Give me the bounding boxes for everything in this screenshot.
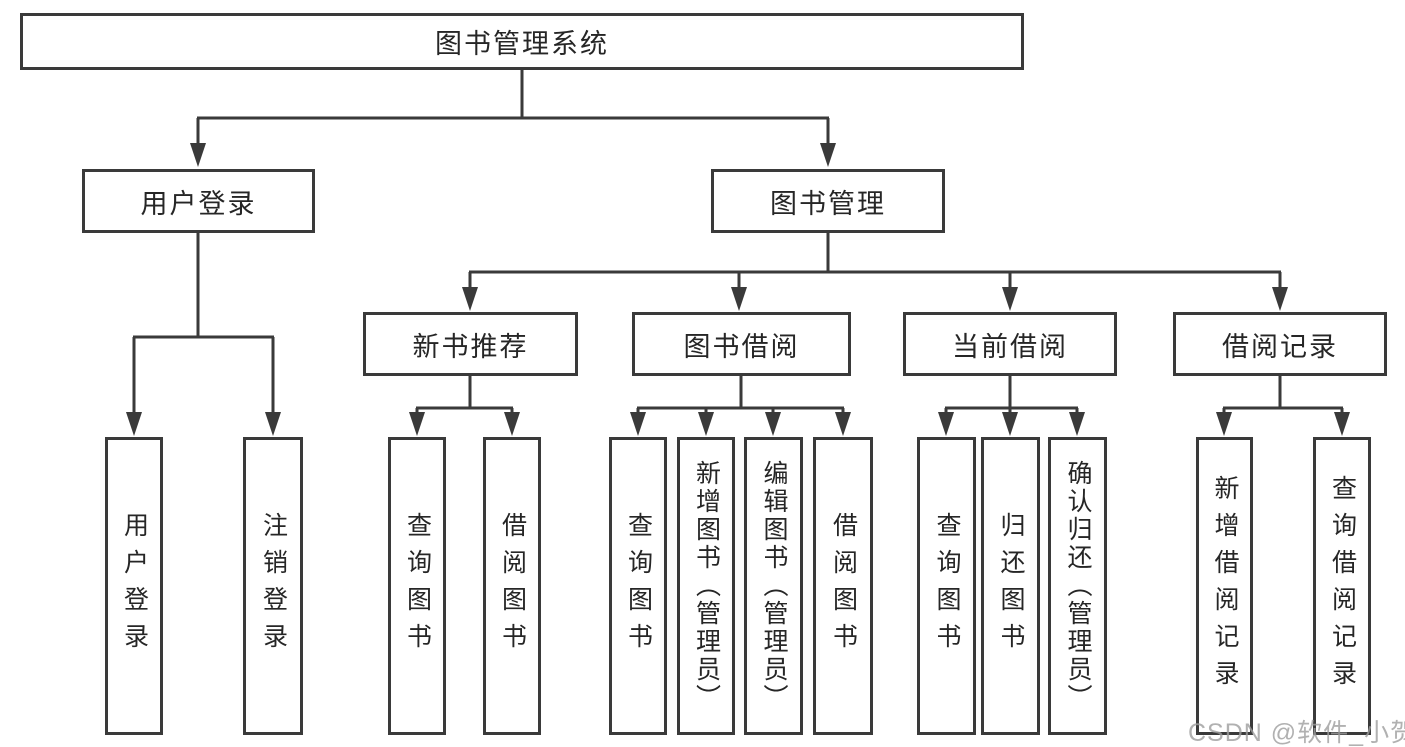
leaf-add-borrow-record: 新增借阅记录 (1196, 437, 1253, 735)
leaf-return-book-label: 归还图书 (997, 512, 1025, 660)
leaf-edit-book-admin: 编辑图书（管理员） (744, 437, 803, 735)
leaf-logout: 注销登录 (243, 437, 303, 735)
node-borrow-records: 借阅记录 (1173, 312, 1387, 376)
node-book-management: 图书管理 (711, 169, 945, 233)
node-user-login: 用户登录 (82, 169, 315, 233)
node-current-borrowing-label: 当前借阅 (952, 331, 1068, 362)
node-book-borrowing: 图书借阅 (632, 312, 851, 376)
leaf-query-books-current-label: 查询图书 (933, 512, 961, 660)
leaf-query-books-recommend: 查询图书 (388, 437, 446, 735)
leaf-add-borrow-record-label: 新增借阅记录 (1211, 475, 1239, 697)
leaf-return-book: 归还图书 (981, 437, 1040, 735)
leaf-borrow-books-borrow-label: 借阅图书 (829, 512, 858, 660)
leaf-borrow-books-borrow: 借阅图书 (813, 437, 873, 735)
leaf-query-books-borrow: 查询图书 (609, 437, 667, 735)
leaf-edit-book-admin-label: 编辑图书（管理员） (760, 460, 788, 712)
leaf-add-book-admin-label: 新增图书（管理员） (692, 460, 721, 712)
node-user-login-label: 用户登录 (140, 188, 257, 219)
node-borrow-records-label: 借阅记录 (1222, 331, 1338, 362)
leaf-confirm-return-admin-label: 确认归还（管理员） (1064, 460, 1092, 712)
leaf-user-login-label: 用户登录 (120, 512, 149, 660)
node-current-borrowing: 当前借阅 (903, 312, 1117, 376)
leaf-add-book-admin: 新增图书（管理员） (677, 437, 735, 735)
leaf-borrow-books-recommend: 借阅图书 (483, 437, 541, 735)
leaf-user-login: 用户登录 (105, 437, 163, 735)
node-new-book-recommend: 新书推荐 (363, 312, 578, 376)
node-root-label: 图书管理系统 (435, 29, 609, 59)
node-book-borrowing-label: 图书借阅 (683, 331, 800, 362)
node-book-management-label: 图书管理 (770, 188, 886, 219)
watermark-text: CSDN @软件_小贺同学 (1188, 719, 1405, 747)
leaf-query-borrow-record: 查询借阅记录 (1313, 437, 1371, 735)
leaf-query-books-current: 查询图书 (917, 437, 976, 735)
leaf-borrow-books-recommend-label: 借阅图书 (498, 512, 527, 660)
leaf-logout-label: 注销登录 (259, 512, 288, 660)
leaf-query-books-borrow-label: 查询图书 (624, 512, 653, 660)
leaf-query-borrow-record-label: 查询借阅记录 (1328, 475, 1357, 697)
leaf-query-books-recommend-label: 查询图书 (403, 512, 432, 660)
node-new-book-recommend-label: 新书推荐 (412, 331, 529, 362)
leaf-confirm-return-admin: 确认归还（管理员） (1048, 437, 1107, 735)
node-root-system: 图书管理系统 (20, 13, 1024, 70)
